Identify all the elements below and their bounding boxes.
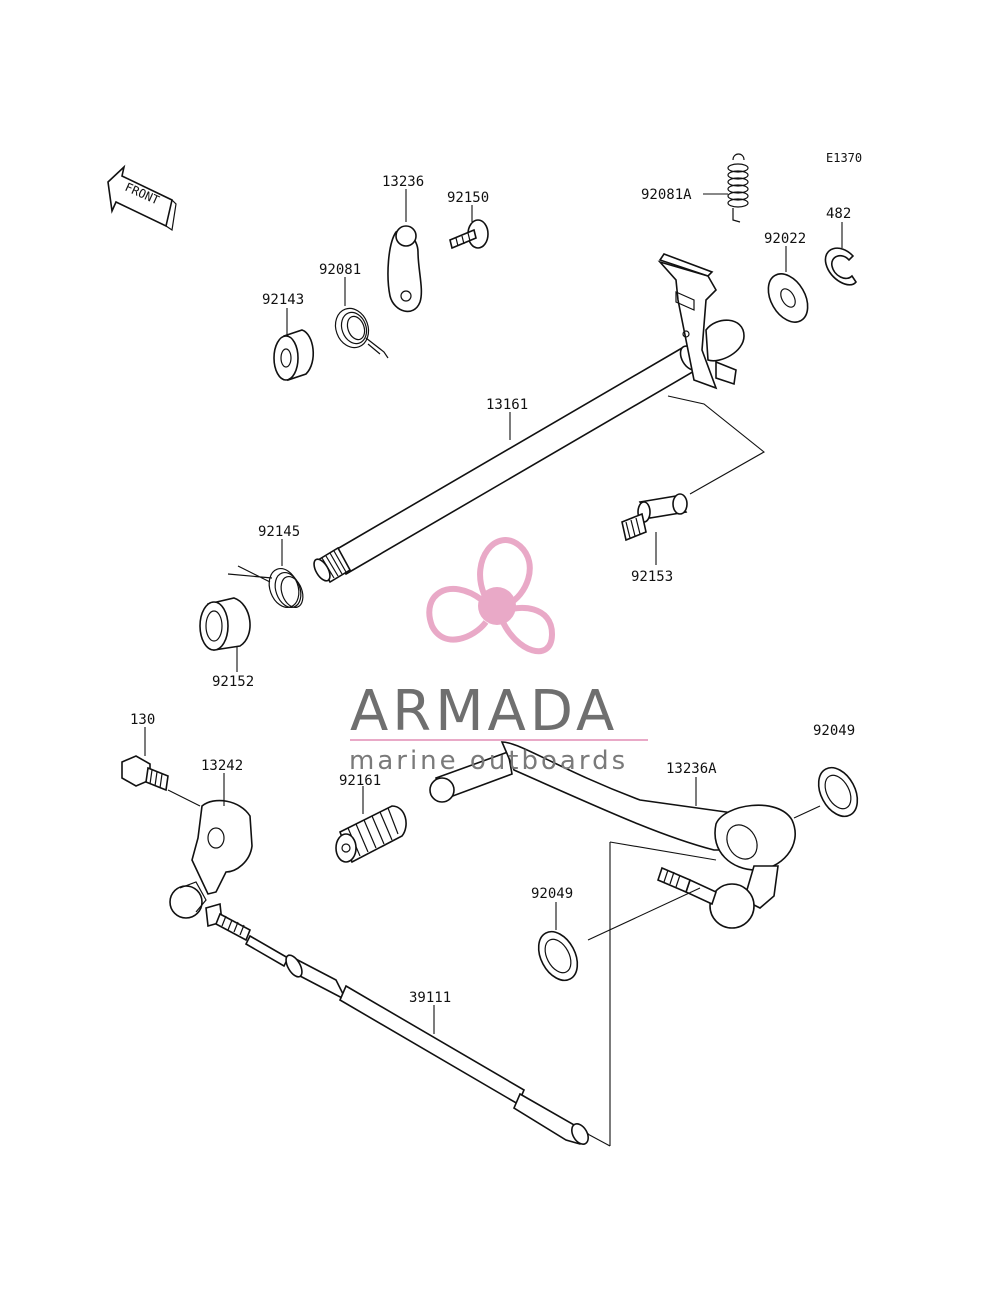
- seal-92049-right: [817, 766, 859, 818]
- lever-13242: [169, 799, 253, 942]
- collar-92143: [273, 329, 314, 382]
- circlip-482: [824, 247, 857, 286]
- label-130: 130: [130, 712, 155, 728]
- bolt-92150: [449, 219, 489, 250]
- label-92049-left: 92049: [531, 886, 573, 902]
- rod-39111: [244, 934, 590, 1145]
- label-13161: 13161: [486, 397, 528, 413]
- collar-92152: [199, 597, 251, 651]
- label-13236A: 13236A: [666, 761, 717, 777]
- arm-13236: [387, 225, 423, 313]
- label-92081A: 92081A: [641, 187, 692, 203]
- label-13242: 13242: [201, 758, 243, 774]
- label-92143: 92143: [262, 292, 304, 308]
- label-92161: 92161: [339, 773, 381, 789]
- label-13236: 13236: [382, 174, 424, 190]
- brand-watermark: ARMADA marine outboards: [349, 537, 648, 776]
- pin-92153: [621, 493, 688, 542]
- label-39111: 39111: [409, 990, 451, 1006]
- diagram-ref-code: E1370: [826, 151, 862, 165]
- label-92153: 92153: [631, 569, 673, 585]
- brand-tagline: marine outboards: [349, 746, 628, 776]
- cover-92161: [335, 805, 407, 864]
- seal-92049-left: [537, 930, 579, 982]
- label-92145: 92145: [258, 524, 300, 540]
- spring-92145: [227, 565, 304, 609]
- propeller-logo-icon: [426, 537, 556, 655]
- label-92022: 92022: [764, 231, 806, 247]
- pedal-13236A: [429, 741, 796, 929]
- washer-92022: [767, 273, 809, 323]
- label-92152: 92152: [212, 674, 254, 690]
- front-arrow-icon: FRONT: [107, 164, 177, 232]
- label-92049-right: 92049: [813, 723, 855, 739]
- brand-name: ARMADA: [350, 679, 618, 744]
- label-482: 482: [826, 206, 851, 222]
- spring-92081: [334, 307, 389, 359]
- shaft-13161: [313, 253, 745, 584]
- label-92081: 92081: [319, 262, 361, 278]
- label-92150: 92150: [447, 190, 489, 206]
- bolt-130: [121, 755, 169, 792]
- spring-92081A: [727, 153, 749, 223]
- propeller-hub-icon: [478, 587, 516, 625]
